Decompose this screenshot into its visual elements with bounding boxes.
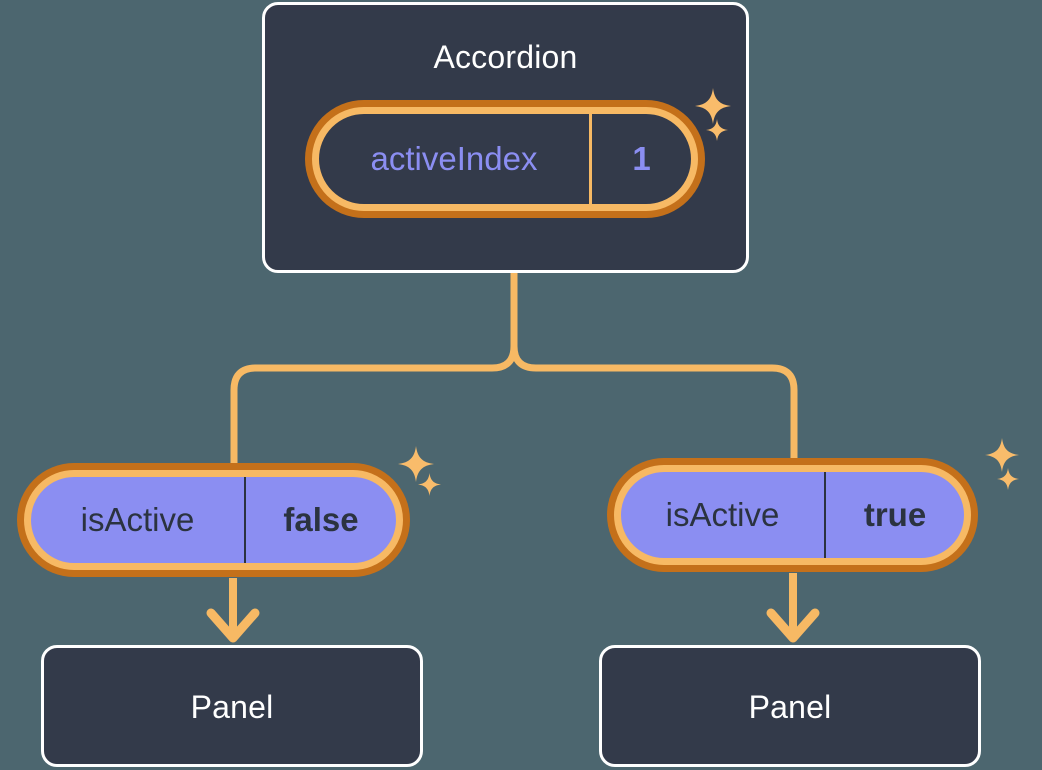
connector-trunk-right: [510, 269, 798, 466]
state-value-active-index: 1: [632, 140, 651, 177]
state-key-active-index: activeIndex: [319, 114, 592, 204]
arrow-down-icon-right: [766, 573, 820, 643]
state-value-is-active-right: true: [863, 496, 927, 533]
arrow-down-icon-left: [206, 578, 260, 643]
connector-trunk-left: [230, 269, 518, 470]
sparkle-icon: [985, 438, 1019, 472]
component-title-panel-left: Panel: [190, 689, 274, 725]
component-title-panel-right: Panel: [748, 689, 832, 725]
sparkle-icon: [997, 468, 1019, 490]
component-card-panel-right[interactable]: Panel: [599, 645, 981, 767]
sparkle-icon: [418, 473, 441, 496]
state-key-is-active-right: isActive: [621, 472, 826, 558]
state-pill-is-active-right[interactable]: isActive true: [614, 465, 971, 565]
state-key-is-active-left: isActive: [31, 477, 246, 563]
state-pill-is-active-left[interactable]: isActive false: [24, 470, 403, 570]
sparkle-icon: [398, 446, 434, 482]
state-pill-active-index[interactable]: activeIndex 1: [312, 107, 698, 211]
component-title-accordion: Accordion: [433, 39, 578, 75]
state-value-is-active-left: false: [283, 501, 359, 538]
component-card-panel-left[interactable]: Panel: [41, 645, 423, 767]
